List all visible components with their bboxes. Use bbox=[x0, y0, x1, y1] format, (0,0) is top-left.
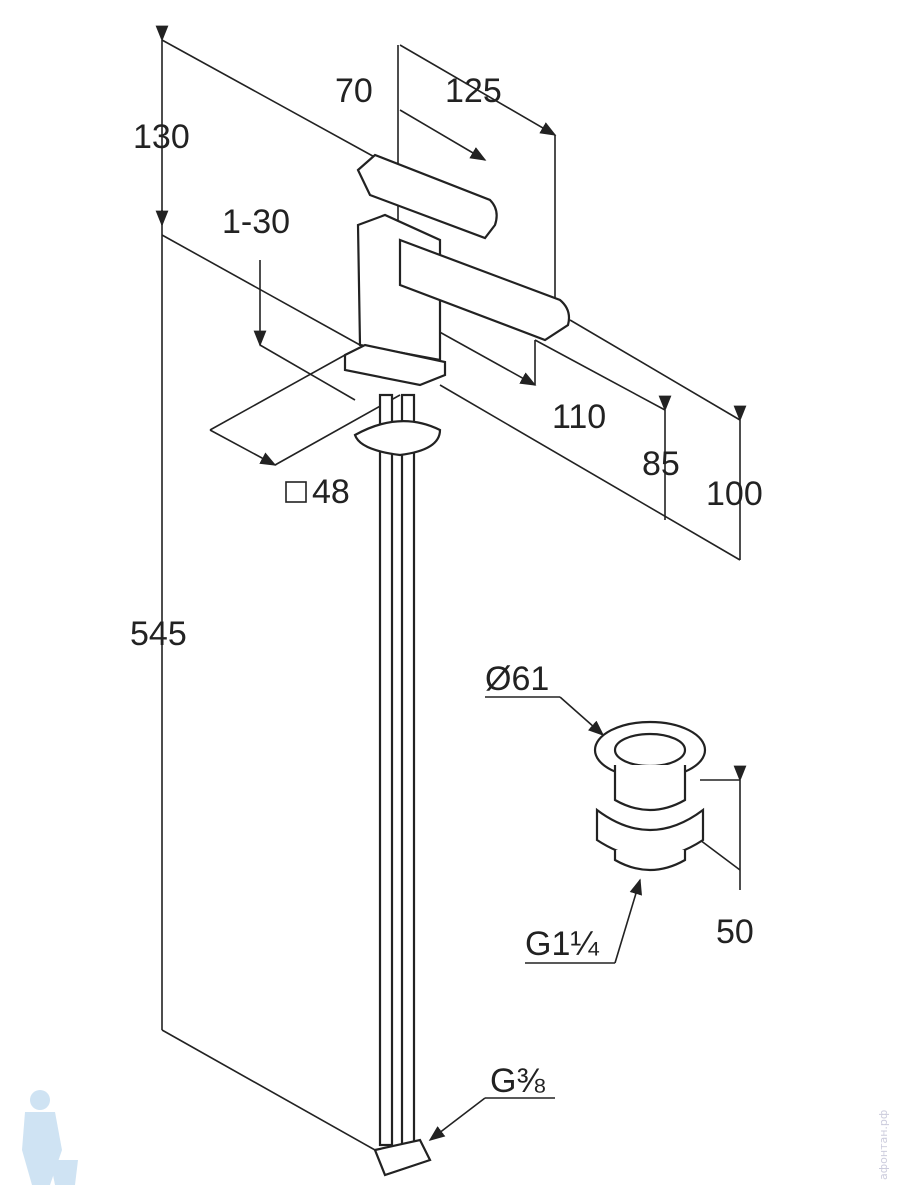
dim-125: 125 bbox=[445, 72, 502, 110]
plumber-watermark-logo bbox=[22, 1090, 78, 1185]
dim-70: 70 bbox=[335, 72, 373, 110]
dim-g3-8: G⅜ bbox=[490, 1062, 545, 1100]
square-symbol-icon bbox=[285, 481, 307, 503]
drain-illustration bbox=[593, 720, 707, 871]
dim-1-30: 1-30 bbox=[222, 203, 290, 241]
faucet-illustration bbox=[343, 153, 571, 1177]
watermark-text: афонтан.рф bbox=[877, 1110, 890, 1180]
dim-85: 85 bbox=[642, 445, 680, 483]
dim-diameter-61: Ø61 bbox=[485, 660, 549, 698]
dim-g1-1-4: G1¼ bbox=[525, 925, 599, 963]
dim-48: 48 bbox=[312, 473, 350, 511]
dim-545: 545 bbox=[130, 615, 187, 653]
dim-100: 100 bbox=[706, 475, 763, 513]
dim-50: 50 bbox=[716, 913, 754, 951]
dim-130: 130 bbox=[133, 118, 190, 156]
dim-110: 110 bbox=[552, 398, 606, 436]
dimension-lines bbox=[155, 25, 747, 1151]
